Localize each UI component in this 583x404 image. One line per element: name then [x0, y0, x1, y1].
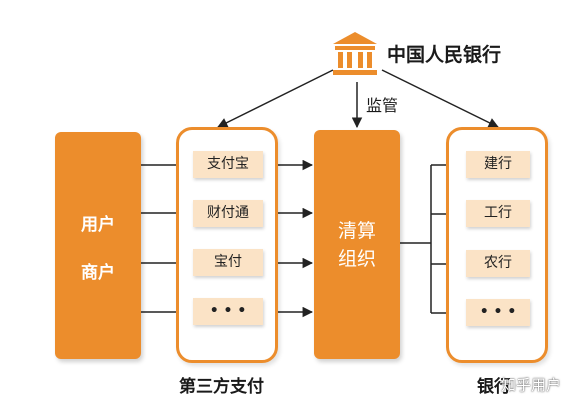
arrow-bank-to-banks — [381, 69, 499, 128]
bank-item-abc: 农行 — [466, 250, 530, 277]
clearing-organization-block: 清算 组织 — [314, 130, 400, 359]
bank-item-ccb: 建行 — [466, 151, 530, 178]
clearing-label-line2: 组织 — [337, 248, 376, 270]
arrow-bank-to-thirdparty — [217, 69, 334, 128]
banks-caption: 银行 — [477, 377, 511, 397]
bank-item-more: • • • — [466, 299, 530, 326]
clearing-label-line1: 清算 — [337, 220, 376, 242]
central-bank-label: 中国人民银行 — [387, 44, 502, 66]
third-party-caption: 第三方支付 — [179, 377, 264, 397]
third-party-item-alipay: 支付宝 — [193, 151, 263, 178]
merchants-label: 商户 — [81, 263, 115, 283]
bank-building-icon — [333, 32, 377, 75]
third-party-item-baofoo: 宝付 — [193, 249, 263, 276]
bank-item-icbc: 工行 — [466, 200, 530, 227]
third-party-item-tenpay: 财付通 — [193, 200, 263, 227]
third-party-item-more: • • • — [193, 298, 263, 325]
watermark: 知乎用户 — [501, 376, 562, 394]
users-label: 用户 — [81, 215, 115, 235]
central-bank: 中国人民银行 — [331, 30, 521, 78]
supervision-label: 监管 — [366, 96, 399, 115]
users-merchants-block: 用户 商户 — [55, 132, 141, 359]
